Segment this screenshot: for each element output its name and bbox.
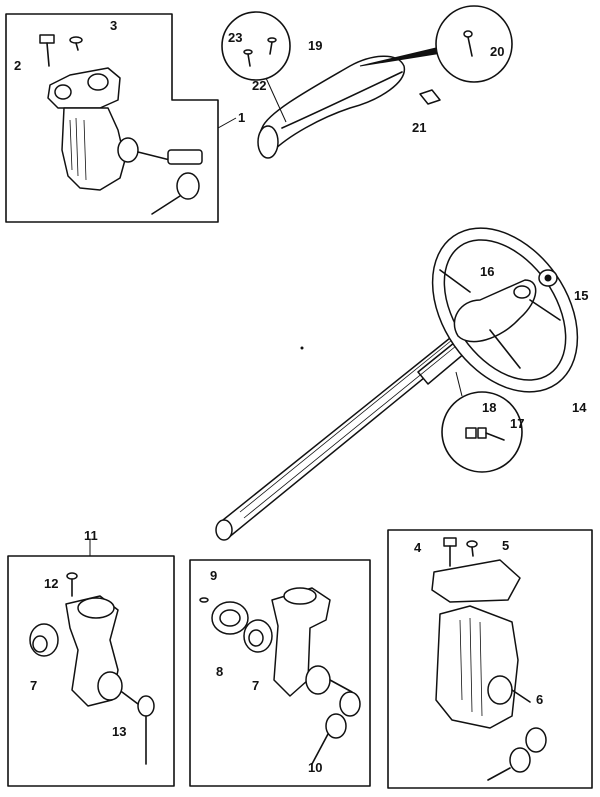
steering-column	[215, 329, 479, 541]
callout-18: 18	[482, 400, 496, 415]
callout-10: 10	[308, 760, 322, 775]
steering-wheel-14	[431, 227, 579, 393]
nut-15	[538, 269, 558, 287]
callout-3: 3	[110, 18, 117, 33]
callout-9: 9	[210, 568, 217, 583]
callout-14: 14	[572, 400, 587, 415]
bolt-4	[443, 537, 457, 567]
stalk-shroud-19	[257, 55, 405, 159]
callout-5: 5	[502, 538, 509, 553]
callout-4: 4	[414, 540, 422, 555]
screw-22	[267, 37, 277, 55]
panel-8-10	[189, 559, 371, 787]
callout-21: 21	[412, 120, 426, 135]
nut-16	[513, 285, 531, 299]
screw-5	[466, 540, 478, 557]
panel-ignition-lock	[5, 13, 237, 223]
detail-circle-23-22	[221, 11, 291, 123]
screw-23	[243, 49, 253, 67]
callout-17: 17	[510, 416, 524, 431]
callout-16: 16	[480, 264, 494, 279]
callout-23: 23	[228, 30, 242, 45]
callout-12: 12	[44, 576, 58, 591]
callout-15: 15	[574, 288, 588, 303]
callout-11: 11	[84, 528, 98, 543]
callout-19: 19	[308, 38, 322, 53]
callout-22: 22	[252, 78, 266, 93]
detail-circle-17-18	[441, 371, 523, 473]
nut-18	[465, 427, 477, 439]
keys-13	[121, 691, 155, 765]
bolt-2	[39, 34, 55, 67]
callout-1: 1	[238, 110, 245, 125]
barrel-7a	[29, 623, 59, 657]
detail-circle-20	[359, 5, 513, 83]
keys-1	[137, 149, 203, 215]
clip-21	[419, 89, 441, 105]
panel-11	[7, 540, 175, 787]
callout-8: 8	[216, 664, 223, 679]
callout-13: 13	[112, 724, 126, 739]
pin-9	[199, 597, 209, 603]
screw-12	[66, 572, 78, 597]
callout-6: 6	[536, 692, 543, 707]
screw-20	[463, 30, 473, 57]
callout-7b: 7	[252, 678, 259, 693]
ring-8	[211, 601, 249, 635]
keys-6	[487, 689, 547, 781]
callout-7a: 7	[30, 678, 37, 693]
lock-body-1	[47, 67, 139, 191]
barrel-7b	[243, 619, 273, 653]
callout-20: 20	[490, 44, 504, 59]
keys-10	[311, 679, 361, 765]
callout-2: 2	[14, 58, 21, 73]
screw-3	[69, 36, 83, 51]
bolt-17	[477, 427, 505, 441]
panel-4-6	[387, 529, 593, 789]
